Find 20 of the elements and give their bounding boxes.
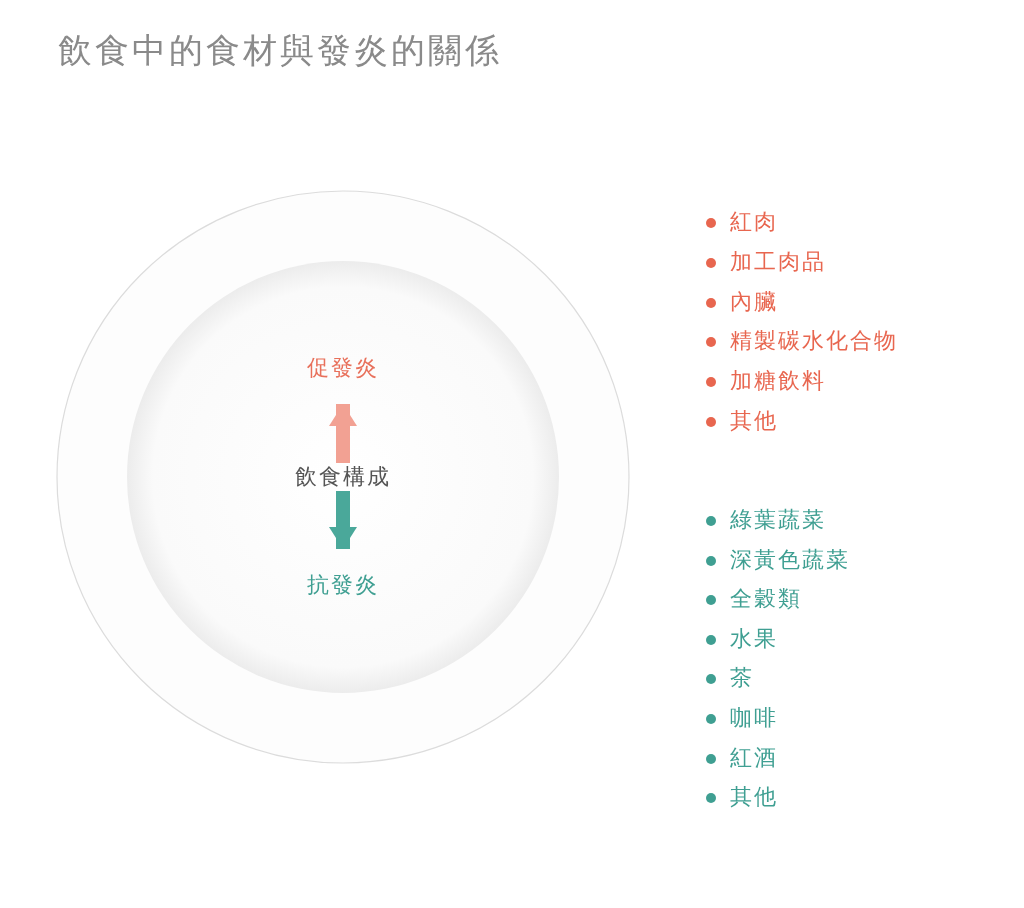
bullet-item: 加工肉品 (706, 248, 826, 275)
bullet-item: 其他 (706, 784, 778, 811)
bullet-item: 其他 (706, 408, 778, 434)
bullet-item: 精製碳水化合物 (706, 328, 898, 355)
center-label: 飲食構成 (291, 463, 395, 491)
node-label: 促發炎 (303, 354, 383, 382)
bullet-item: 全穀類 (706, 586, 802, 613)
bullet-item: 水果 (706, 625, 778, 652)
bullet-item: 加糖飲料 (706, 368, 826, 395)
bullet-item: 綠葉蔬菜 (706, 507, 826, 533)
title: 飲食中的食材與發炎的關係 (58, 29, 502, 72)
bullet-item: 茶 (706, 665, 754, 692)
bullet-item: 紅肉 (706, 209, 778, 235)
bullet-item: 紅酒 (706, 744, 778, 771)
bullet-item: 內臟 (706, 288, 778, 315)
arrow (329, 404, 357, 463)
bullet-item: 咖啡 (706, 705, 778, 731)
bullet-item: 深黃色蔬菜 (706, 546, 850, 573)
arrow (329, 491, 357, 549)
node-label: 抗發炎 (303, 571, 383, 599)
